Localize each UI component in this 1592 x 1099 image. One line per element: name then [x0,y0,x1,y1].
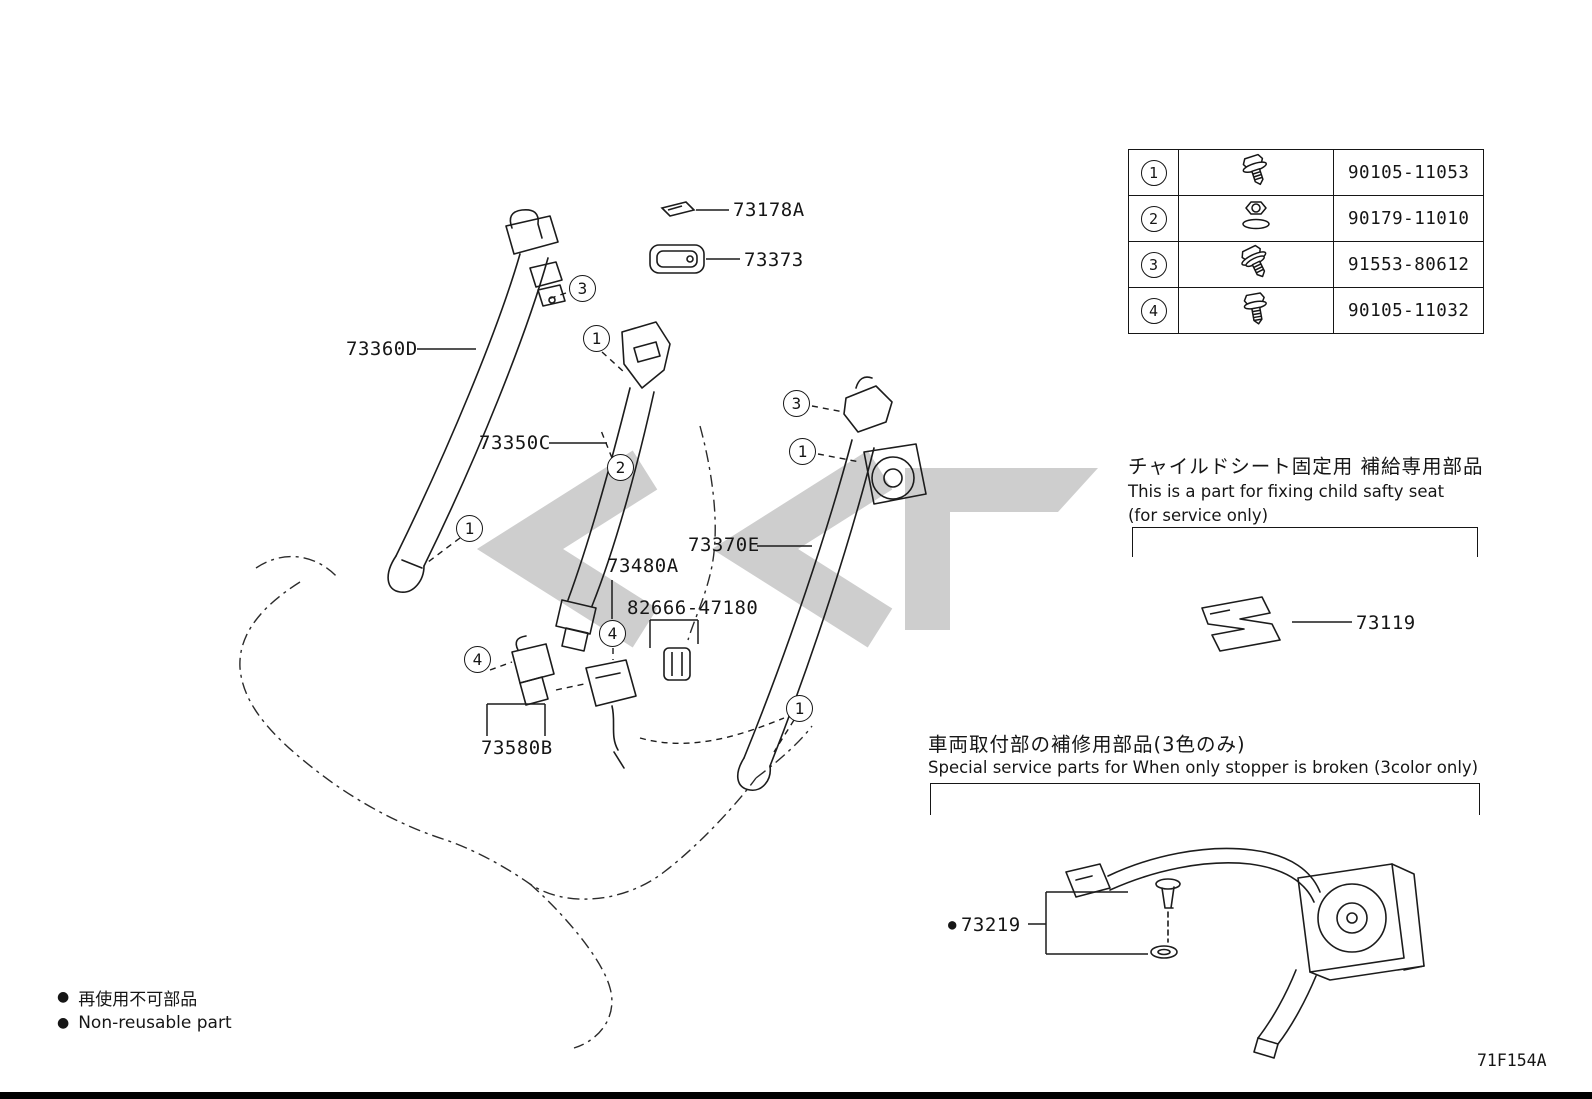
stopper-assembly-73219 [1065,847,1425,1059]
washer-bolt-icon [1241,244,1267,277]
part-label-73370E[interactable]: 73370E [688,534,760,556]
anchor-bracket-73119 [1201,596,1281,652]
buckle-73580B [511,635,555,706]
fastener-index-1: 1 [1140,159,1167,186]
bottom-border-bar [0,1092,1592,1099]
fastener-row-4[interactable]: 4 90105-11032 [1128,287,1484,334]
callout-4a[interactable]: 4 [599,620,626,647]
stopper-group-bracket [930,783,1480,815]
fastener-row-3[interactable]: 3 91553-80612 [1128,241,1484,288]
fastener-index-2: 2 [1140,205,1167,232]
part-label-73219-text: 73219 [960,914,1021,936]
callout-leader-lines [427,292,861,753]
fastener-index-4: 4 [1140,297,1167,324]
legend: ● 再使用不可部品 ● Non-reusable part [57,984,232,1036]
callout-4b[interactable]: 4 [464,646,491,673]
child-seat-note-en2: (for service only) [1128,506,1269,525]
part-label-73119[interactable]: 73119 [1356,612,1416,634]
part-label-73178A[interactable]: 73178A [733,199,805,221]
fastener-part-number-1[interactable]: 90105-11053 [1333,149,1484,196]
watermark-logo [476,450,893,648]
hex-bolt-icon [1243,291,1267,325]
non-reusable-bullet-icon: ● [948,917,957,933]
fastener-row-1[interactable]: 1 90105-11053 [1128,149,1484,196]
non-reusable-bullet-icon: ● [57,1015,70,1031]
cover-73373 [649,244,705,274]
fastener-part-number-4[interactable]: 90105-11032 [1333,287,1484,334]
callout-1c[interactable]: 1 [789,438,816,465]
part-label-73480A[interactable]: 73480A [607,555,679,577]
fastener-part-number-2[interactable]: 90179-11010 [1333,195,1484,242]
callout-1b[interactable]: 1 [456,515,483,542]
clip-73178A [660,201,696,217]
part-label-73373[interactable]: 73373 [744,249,804,271]
part-label-73360D[interactable]: 73360D [346,338,418,360]
fastener-table: 1 90105-11053 2 [1128,149,1484,334]
child-seat-group-bracket [1132,527,1478,557]
legend-row-en: ● Non-reusable part [57,1010,232,1036]
buckle-73480A [585,659,637,769]
part-label-73219[interactable]: ●73219 [948,914,1021,936]
seat-belt-73370E [737,376,927,791]
fastener-row-2[interactable]: 2 90179-11010 [1128,195,1484,242]
drawing-code: 71F154A [1477,1051,1547,1070]
legend-text-jp: 再使用不可部品 [78,989,198,1010]
seat-belt-73350C [555,321,671,652]
callout-3a[interactable]: 3 [569,275,596,302]
legend-text-en: Non-reusable part [78,1013,232,1033]
seat-belt-73360D [387,208,566,593]
part-label-82666-47180[interactable]: 82666-47180 [627,597,759,619]
part-label-73580B[interactable]: 73580B [481,737,553,759]
hex-nut-icon [1242,200,1270,229]
callout-1a[interactable]: 1 [583,325,610,352]
stopper-note-jp: 車両取付部の補修用部品(3色のみ) [928,733,1246,756]
child-seat-note-jp: チャイルドシート固定用 補給専用部品 [1128,455,1484,478]
fastener-index-3: 3 [1140,251,1167,278]
callout-2a[interactable]: 2 [607,454,634,481]
non-reusable-bullet-icon: ● [57,989,70,1005]
car-body-outline [239,425,813,1049]
part-label-73350C[interactable]: 73350C [479,432,551,454]
child-seat-note-en1: This is a part for fixing child safty se… [1128,482,1445,501]
clip-82666 [663,647,691,681]
callout-1d[interactable]: 1 [786,695,813,722]
label-leader-lines [417,209,1352,955]
legend-row-jp: ● 再使用不可部品 [57,984,232,1010]
watermark-logo-right [905,468,1098,630]
fastener-part-number-3[interactable]: 91553-80612 [1333,241,1484,288]
hex-flange-bolt-icon [1242,153,1267,185]
callout-3b[interactable]: 3 [783,390,810,417]
stopper-note-en: Special service parts for When only stop… [928,758,1479,777]
